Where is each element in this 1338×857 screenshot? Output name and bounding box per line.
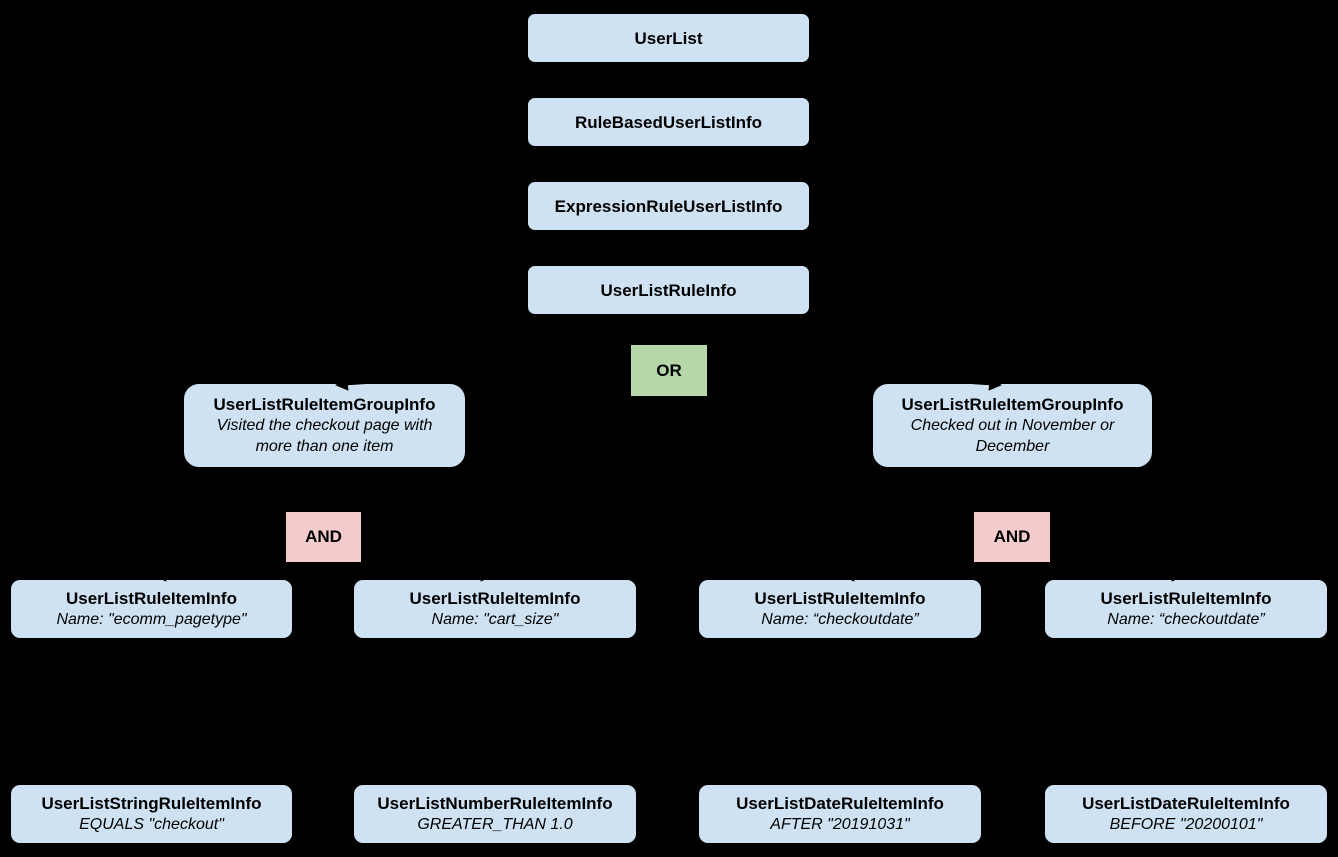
and-operator-right: AND — [973, 511, 1051, 563]
connector-left-and-to-item1 — [153, 562, 324, 582]
rule-item-group-left-description: Visited the checkout page with more than… — [216, 417, 433, 455]
user-list-rule-info-node: UserListRuleInfo — [527, 265, 810, 315]
rule-item-2-title: UserListRuleItemInfo — [409, 589, 581, 608]
date-rule-item-node-after: UserListDateRuleItemInfo AFTER "20191031… — [698, 784, 982, 844]
rule-item-node-1: UserListRuleItemInfo Name: "ecomm_pagety… — [10, 579, 293, 639]
or-operator-label: OR — [656, 360, 682, 380]
rule-item-node-3: UserListRuleItemInfo Name: “checkoutdate… — [698, 579, 982, 639]
number-rule-item-node: UserListNumberRuleItemInfo GREATER_THAN … — [353, 784, 637, 844]
expression-rule-user-list-info-node: ExpressionRuleUserListInfo — [527, 181, 810, 231]
rule-based-user-list-info-node: RuleBasedUserListInfo — [527, 97, 810, 147]
rule-item-4-title: UserListRuleItemInfo — [1100, 589, 1272, 608]
date-rule-item-before-description: BEFORE "20200101" — [1109, 816, 1263, 833]
string-rule-item-node: UserListStringRuleItemInfo EQUALS "check… — [10, 784, 293, 844]
rule-item-1-description: Name: "ecomm_pagetype" — [56, 611, 247, 628]
string-rule-item-title: UserListStringRuleItemInfo — [41, 794, 262, 813]
userlist-label: UserList — [634, 28, 703, 48]
date-rule-item-after-title: UserListDateRuleItemInfo — [736, 794, 944, 813]
string-rule-item-description: EQUALS "checkout" — [79, 816, 224, 833]
rule-item-3-title: UserListRuleItemInfo — [754, 589, 926, 608]
rule-item-4-description: Name: “checkoutdate” — [1107, 611, 1265, 628]
expression-rule-user-list-info-label: ExpressionRuleUserListInfo — [554, 196, 783, 216]
connector-left-and-to-item2 — [322, 562, 494, 582]
connector-right-and-to-item3 — [841, 562, 1013, 582]
date-rule-item-after-description: AFTER "20191031" — [770, 816, 910, 833]
connector-right-and-to-item4 — [1011, 562, 1185, 582]
rule-item-1-title: UserListRuleItemInfo — [66, 589, 237, 608]
connector-or-to-left-group — [335, 364, 631, 391]
and-operator-left: AND — [285, 511, 362, 563]
rule-based-user-list-info-label: RuleBasedUserListInfo — [574, 112, 763, 132]
and-operator-left-label: AND — [305, 527, 342, 546]
date-rule-item-before-title: UserListDateRuleItemInfo — [1082, 794, 1290, 813]
rule-item-2-description: Name: "cart_size" — [431, 611, 559, 628]
user-list-rule-info-label: UserListRuleInfo — [600, 280, 737, 300]
rule-item-node-4: UserListRuleItemInfo Name: “checkoutdate… — [1044, 579, 1328, 639]
connector-or-to-right-group — [707, 364, 1002, 391]
rule-item-group-right: UserListRuleItemGroupInfo Checked out in… — [872, 383, 1153, 468]
and-operator-right-label: AND — [993, 527, 1031, 546]
number-rule-item-description: GREATER_THAN 1.0 — [417, 816, 573, 833]
userlist-node: UserList — [527, 13, 810, 63]
rule-item-node-2: UserListRuleItemInfo Name: "cart_size" — [353, 579, 637, 639]
rule-item-3-description: Name: “checkoutdate” — [761, 611, 919, 628]
rule-item-group-left: UserListRuleItemGroupInfo Visited the ch… — [183, 383, 466, 468]
date-rule-item-node-before: UserListDateRuleItemInfo BEFORE "2020010… — [1044, 784, 1328, 844]
rule-item-group-right-description: Checked out in November or December — [910, 417, 1115, 455]
rule-item-group-right-title: UserListRuleItemGroupInfo — [901, 395, 1124, 414]
connector-left-group-to-and — [316, 467, 330, 509]
rule-item-group-left-title: UserListRuleItemGroupInfo — [213, 395, 436, 414]
number-rule-item-title: UserListNumberRuleItemInfo — [377, 794, 613, 813]
or-operator: OR — [630, 344, 708, 397]
